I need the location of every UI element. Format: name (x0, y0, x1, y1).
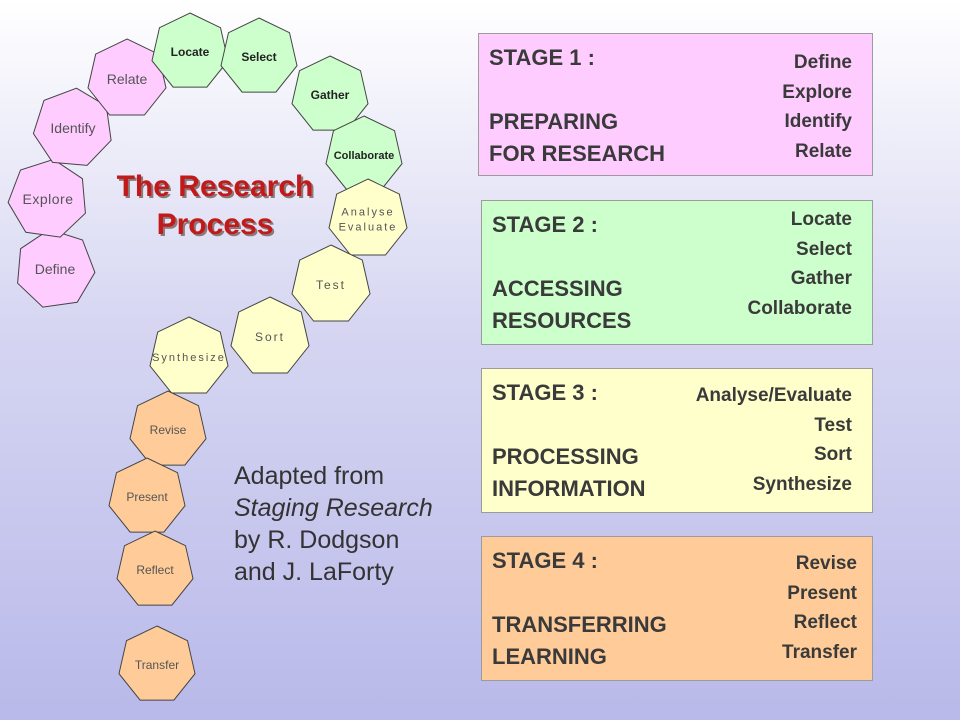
step-label: Reflect (136, 563, 174, 577)
stage-4-title-line-1: TRANSFERRING (492, 612, 667, 637)
step-shape (129, 390, 207, 466)
stage-3-title-line-1: PROCESSING (492, 444, 639, 469)
step-label: Test (316, 278, 346, 292)
stage-2-title-line-1: ACCESSING (492, 276, 623, 301)
step-label: Revise (150, 423, 187, 437)
step-shape (151, 12, 229, 88)
stage-2-steps: Locate Select Gather Collaborate (747, 205, 852, 323)
step-shape (291, 55, 369, 131)
step-heptagon: Transfer (118, 625, 196, 701)
diagram-title: The Research Process (92, 168, 338, 244)
step-heptagon: Identify (32, 87, 112, 166)
stage-4-heading: STAGE 4 : TRANSFERRING LEARNING (492, 545, 667, 673)
stage-2-step: Gather (790, 268, 852, 289)
step-label: Relate (107, 71, 148, 87)
step-label: Define (35, 261, 76, 277)
stage-3-number: STAGE 3 : (492, 380, 598, 405)
step-label: Locate (171, 45, 210, 59)
step-shape (17, 228, 96, 308)
stage-2-title-line-2: RESOURCES (492, 308, 632, 333)
step-shape (118, 625, 196, 701)
step-label: Select (241, 50, 276, 64)
step-heptagon: Locate (151, 12, 229, 88)
step-shape (328, 178, 408, 256)
step-label: Identify (50, 120, 95, 136)
credit-line-1: Adapted from (234, 462, 385, 490)
stage-3-step: Test (814, 414, 852, 436)
stage-3-title-line-2: INFORMATION (492, 476, 646, 501)
step-shape (7, 158, 86, 238)
step-shape (108, 457, 186, 533)
step-label: Gather (311, 88, 350, 102)
stage-1-steps: Define Explore Identify Relate (782, 48, 852, 166)
stage-1-title-line-2: FOR RESEARCH (489, 141, 666, 166)
stage-4-number: STAGE 4 : (492, 548, 598, 573)
step-shape (149, 316, 229, 394)
stage-1-step: Explore (782, 81, 852, 103)
step-shape (116, 530, 194, 606)
step-shape (291, 244, 371, 322)
attribution-text: Adapted from Staging Research by R. Dodg… (234, 460, 474, 588)
stage-1-heading: STAGE 1 : PREPARING FOR RESEARCH (489, 42, 665, 170)
stage-1-title-line-1: PREPARING (489, 109, 619, 134)
stage-3-step: Synthesize (752, 473, 852, 495)
stage-3-heading: STAGE 3 : PROCESSING INFORMATION (492, 377, 646, 505)
step-label: Sort (255, 330, 285, 344)
step-label: Transfer (135, 658, 179, 672)
stage-4-step: Transfer (782, 641, 857, 663)
credit-line-3: by R. Dodgson (234, 526, 400, 554)
step-label: Collaborate (334, 150, 395, 162)
step-heptagon: Gather (291, 55, 369, 131)
step-heptagon: Present (108, 457, 186, 533)
stage-2-step: Select (796, 238, 852, 260)
step-heptagon: Synthesize (149, 316, 229, 394)
step-heptagon: Reflect (116, 530, 194, 606)
step-shape (230, 296, 310, 374)
stage-4-box: STAGE 4 : TRANSFERRING LEARNING Revise P… (481, 536, 873, 681)
stage-3-steps: Analyse/Evaluate Test Sort Synthesize (696, 381, 852, 499)
stage-1-number: STAGE 1 : (489, 45, 595, 70)
stage-2-heading: STAGE 2 : ACCESSING RESOURCES (492, 209, 631, 337)
stage-4-steps: Revise Present Reflect Transfer (782, 549, 857, 667)
stage-1-step: Identify (784, 111, 852, 132)
stage-4-title-line-2: LEARNING (492, 644, 607, 669)
stage-4-step: Present (787, 582, 857, 604)
step-heptagon: Sort (230, 296, 310, 374)
credit-line-2: Staging Research (234, 494, 433, 522)
step-label: Synthesize (152, 352, 226, 364)
stage-3-step: Analyse/Evaluate (695, 385, 852, 406)
step-heptagon: Revise (129, 390, 207, 466)
stage-4-step: Reflect (793, 612, 857, 633)
step-heptagon: Define (17, 228, 96, 308)
stage-2-step: Locate (790, 209, 852, 230)
credit-line-4: and J. LaForty (234, 558, 394, 586)
stage-2-box: STAGE 2 : ACCESSING RESOURCES Locate Sel… (481, 200, 873, 345)
step-shape (220, 17, 298, 93)
step-heptagon: Select (220, 17, 298, 93)
step-label: Explore (23, 191, 74, 207)
stage-1-step: Relate (794, 140, 852, 162)
stage-3-box: STAGE 3 : PROCESSING INFORMATION Analyse… (481, 368, 873, 513)
title-line-2: Process (156, 208, 274, 241)
stage-3-step: Sort (814, 444, 852, 465)
title-line-1: The Research (116, 170, 314, 203)
step-label: Present (126, 490, 168, 504)
stage-4-step: Revise (795, 553, 857, 574)
step-heptagon: Test (291, 244, 371, 322)
stage-1-box: STAGE 1 : PREPARING FOR RESEARCH Define … (478, 33, 873, 176)
stage-2-number: STAGE 2 : (492, 212, 598, 237)
stage-2-step: Collaborate (747, 297, 852, 319)
stage-1-step: Define (793, 52, 852, 73)
step-label: Analyse (341, 206, 394, 218)
step-heptagon: Explore (7, 158, 86, 238)
step-label: Evaluate (339, 221, 398, 233)
